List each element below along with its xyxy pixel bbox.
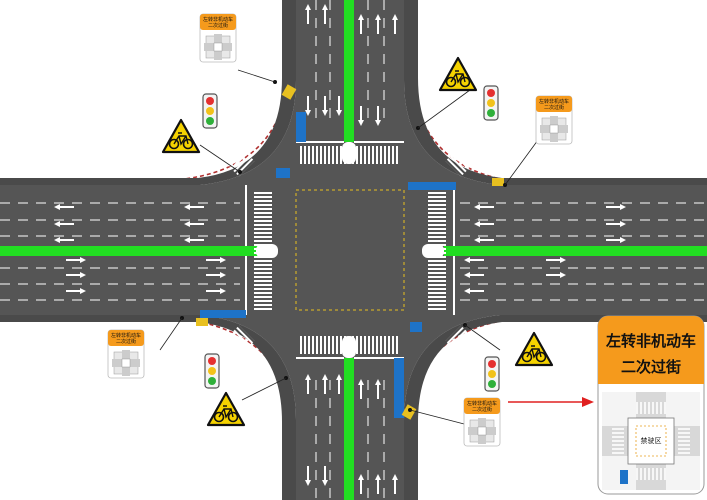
mini-sign-sw: 左转非机动车 二次过街 <box>107 329 145 379</box>
mini-sign-nw: 左转非机动车 二次过街 <box>199 13 237 63</box>
mini-sign-ne: 左转非机动车 二次过街 <box>535 95 573 145</box>
svg-text:二次过街: 二次过街 <box>116 338 136 345</box>
zebra-crossings <box>223 145 477 357</box>
callout-title-line2: 二次过街 <box>621 358 681 376</box>
blue-lane-panels <box>200 112 456 418</box>
svg-text:左转非机动车: 左转非机动车 <box>539 98 569 105</box>
bicycle-warning-icon <box>438 56 478 92</box>
bicycle-warning-icon <box>206 391 246 427</box>
bicycle-warning-icon <box>514 331 554 367</box>
callout-sign: 左转非机动车 二次过街 禁驶区 <box>597 315 705 495</box>
no-drive-zone-label: 禁驶区 <box>641 436 662 445</box>
mini-sign-se: 左转非机动车 二次过街 <box>463 397 501 447</box>
svg-text:左转非机动车: 左转非机动车 <box>203 16 233 23</box>
traffic-light-icon <box>202 93 218 129</box>
callout-title-line1: 左转非机动车 <box>605 332 696 350</box>
svg-text:二次过街: 二次过街 <box>544 104 564 111</box>
direction-arrows <box>54 4 626 494</box>
leader-lines <box>159 69 539 426</box>
no-stop-box <box>295 189 405 311</box>
svg-text:二次过街: 二次过街 <box>472 406 492 413</box>
traffic-light-icon <box>483 85 499 121</box>
bicycle-warning-icon <box>161 118 201 154</box>
bike-waiting-marks <box>196 84 504 420</box>
traffic-light-icon <box>204 353 220 389</box>
svg-text:左转非机动车: 左转非机动车 <box>467 400 497 407</box>
svg-text:左转非机动车: 左转非机动车 <box>111 332 141 339</box>
red-arrow-icon <box>508 397 594 407</box>
traffic-light-icon <box>484 356 500 392</box>
svg-text:二次过街: 二次过街 <box>208 22 228 29</box>
